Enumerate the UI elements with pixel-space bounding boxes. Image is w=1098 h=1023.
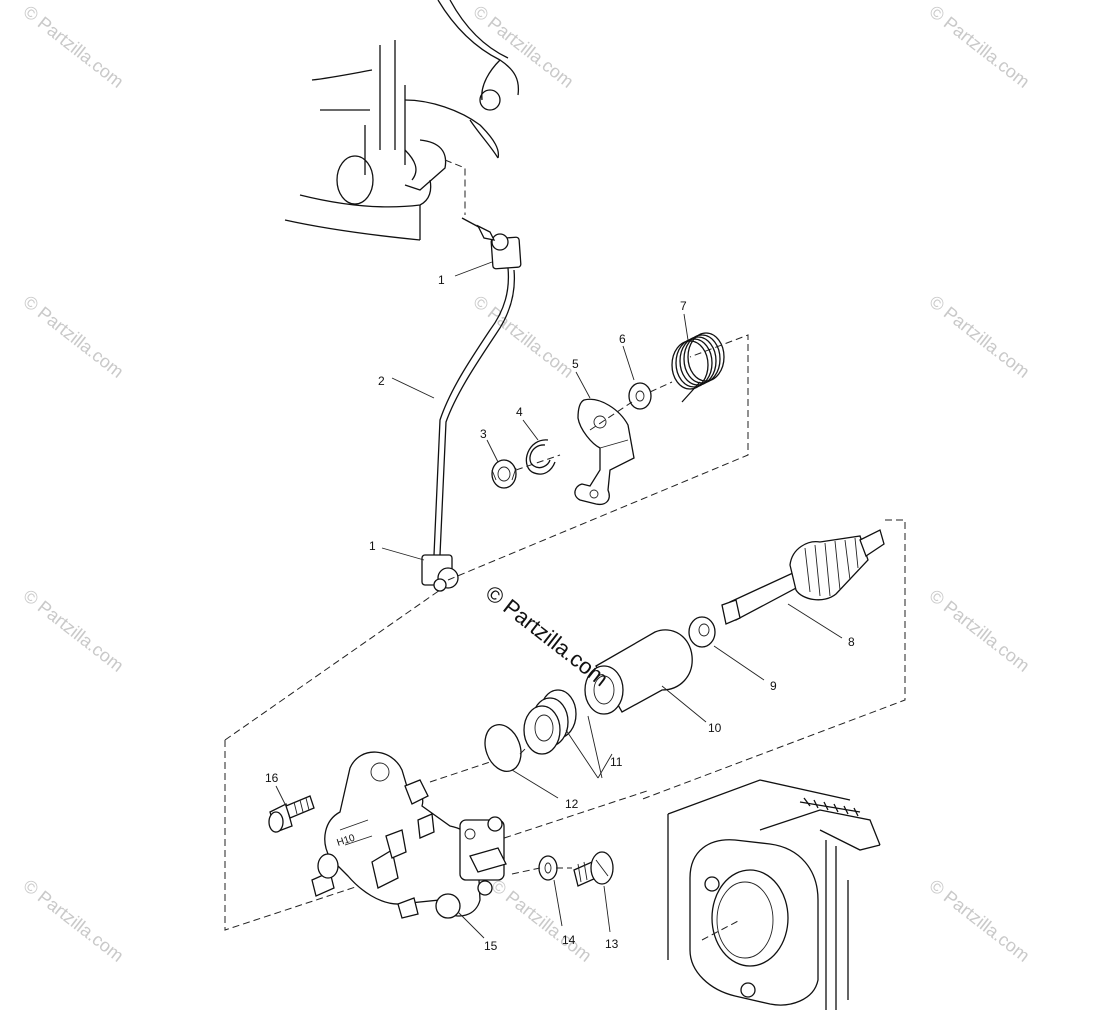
watermark-low-left: © Partzilla.com xyxy=(20,585,128,675)
callout-5: 5 xyxy=(572,357,579,371)
callout-2: 2 xyxy=(378,374,385,388)
callout-1-lower: 1 xyxy=(369,539,376,553)
callout-1-upper: 1 xyxy=(438,273,445,287)
watermark-mid-right: © Partzilla.com xyxy=(926,291,1034,381)
callout-8: 8 xyxy=(848,635,855,649)
watermark-bottom-right: © Partzilla.com xyxy=(926,875,1034,965)
part-9-washer xyxy=(688,616,716,648)
part-11-seals xyxy=(523,689,577,755)
part-10-sleeve xyxy=(584,629,693,715)
linkage-rod-assembly xyxy=(421,224,522,592)
callout-3: 3 xyxy=(480,427,487,441)
engine-block-lower xyxy=(667,779,881,1010)
callout-15: 15 xyxy=(484,939,498,953)
callout-7: 7 xyxy=(680,299,687,313)
engine-housing-top xyxy=(284,0,520,241)
watermark-group: © Partzilla.com © Partzilla.com © Partzi… xyxy=(20,1,1034,965)
callout-12: 12 xyxy=(565,797,579,811)
assembly-plane-upper xyxy=(447,334,749,581)
callout-11: 11 xyxy=(610,755,623,769)
part-13-screw xyxy=(573,851,614,887)
watermark-mid-left: © Partzilla.com xyxy=(20,291,128,381)
part-16-bolt xyxy=(268,795,315,833)
callout-9: 9 xyxy=(770,679,777,693)
watermark-bottom-mid: © Partzilla.com xyxy=(488,875,596,965)
callout-6: 6 xyxy=(619,332,626,346)
callout-4: 4 xyxy=(516,405,523,419)
part-14-washer xyxy=(538,855,558,881)
callout-14: 14 xyxy=(562,933,576,947)
watermark-top-left: © Partzilla.com xyxy=(20,1,128,91)
part-12-o-ring xyxy=(484,724,522,772)
callout-13: 13 xyxy=(605,937,619,951)
part-15-oil-pump: H10 xyxy=(311,751,507,919)
leader-lines xyxy=(275,261,843,939)
watermark-center: © Partzilla.com xyxy=(481,580,613,691)
callout-16: 16 xyxy=(265,771,279,785)
part-5-bracket xyxy=(574,398,635,506)
watermark-top-right: © Partzilla.com xyxy=(926,1,1034,91)
part-3-nut xyxy=(491,459,517,489)
part-4-e-clip xyxy=(525,439,556,475)
callout-labels: 1 2 3 4 5 6 7 1 8 9 10 11 12 13 14 15 16 xyxy=(265,273,855,953)
callout-10: 10 xyxy=(708,721,722,735)
part-7-spring xyxy=(671,332,725,403)
watermark-bottom-left: © Partzilla.com xyxy=(20,875,128,965)
part-6-washer xyxy=(628,382,652,410)
watermark-low-right: © Partzilla.com xyxy=(926,585,1034,675)
assembly-plane-lower xyxy=(224,519,906,931)
part-8-pinion-shaft xyxy=(721,529,885,625)
